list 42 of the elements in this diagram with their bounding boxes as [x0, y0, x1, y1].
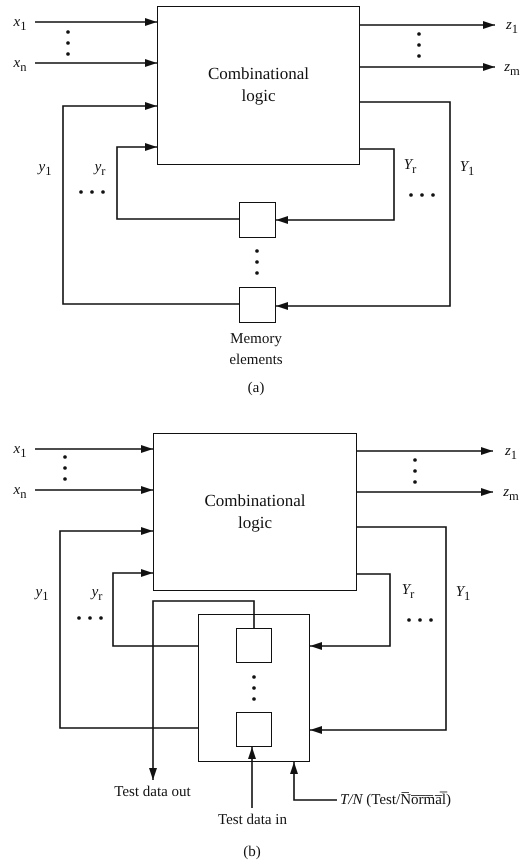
component-caption: Memory elements [228, 330, 284, 370]
arrow [357, 447, 493, 455]
arrow [116, 143, 239, 220]
arrow [360, 21, 495, 29]
arrow [360, 63, 495, 71]
signal-label: Test data in [195, 811, 310, 829]
block-label: Combinational logic [206, 63, 310, 107]
arrow [310, 573, 391, 650]
arrow [290, 762, 337, 801]
signal-label: x$_{1}$ [8, 440, 32, 458]
figure-caption: (a) [246, 379, 266, 398]
signal-label: z$_{1}$ [498, 16, 526, 34]
arrow [59, 527, 198, 729]
signal-label: Test data out [100, 783, 205, 801]
arrow [62, 102, 239, 305]
memory-element-box [239, 287, 276, 323]
signal-label: x$_{1}$ [8, 13, 32, 31]
arrow [276, 148, 395, 224]
memory-element-box [236, 712, 272, 747]
arrow [276, 101, 451, 310]
arrow [35, 18, 157, 26]
signal-label: z$_{1}$ [496, 442, 526, 460]
arrow [35, 486, 153, 494]
signal-label: z$_{m}$ [498, 58, 526, 76]
scan-register-box [198, 614, 310, 762]
signal-label: z$_{m}$ [496, 483, 526, 501]
arrow [35, 445, 153, 453]
arrow [112, 569, 198, 647]
logic-block [153, 433, 357, 591]
memory-element-box [236, 628, 272, 663]
signal-label: x$_{n}$ [8, 481, 32, 499]
arrow [248, 747, 256, 808]
figure-caption: (b) [242, 843, 262, 862]
signal-label: T/N (Test/N̅o̅r̅m̅a̅l̅) [340, 791, 526, 809]
arrow [310, 526, 447, 734]
arrow [357, 488, 493, 496]
arrow [149, 600, 255, 780]
arrow [35, 59, 157, 67]
block-label: Combinational logic [203, 490, 307, 534]
signal-label: x$_{n}$ [8, 54, 32, 72]
memory-element-box [239, 202, 276, 238]
logic-block [157, 6, 360, 165]
